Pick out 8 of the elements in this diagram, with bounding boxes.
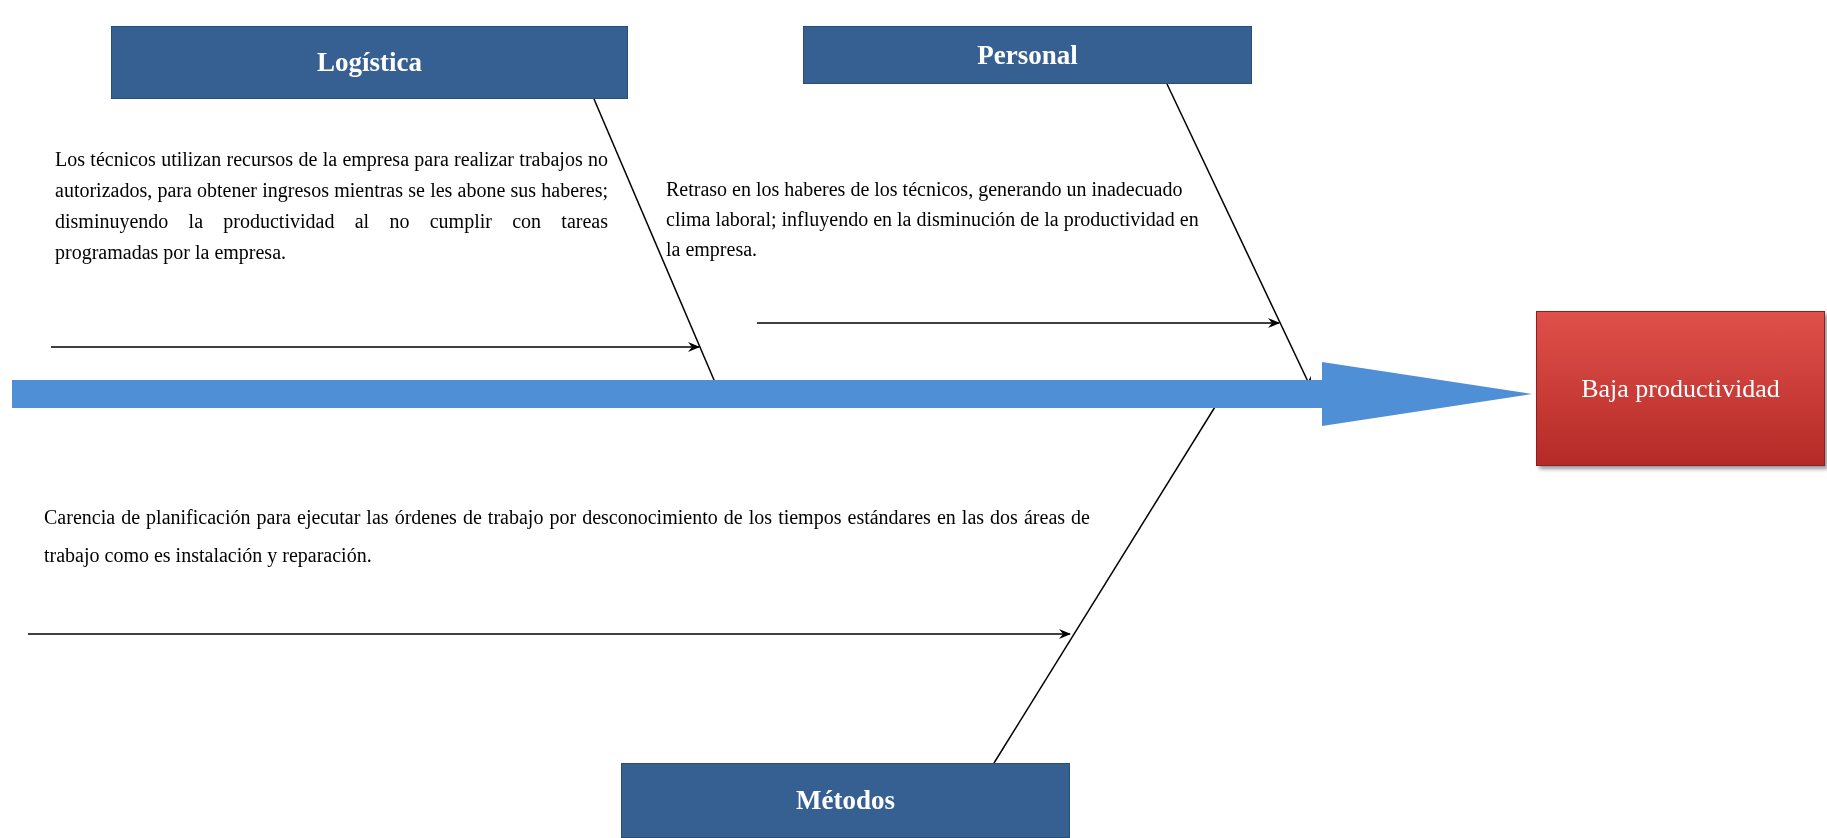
category-box: Métodos [621,763,1070,838]
cause-description: Los técnicos utilizan recursos de la empresa para realizar trabajos no autorizados, para obtener ingresos mientras se les abone sus haberes; disminuyendo la productividad al no cumplir con tareas programadas por la empresa. [55,147,608,266]
cause-description: Carencia de planificación para ejecutar las órdenes de trabajo por desconocimiento de los tiempos estándares en las dos áreas de trabajo como es instalación y reparación. [44,505,1090,569]
spine-arrow [12,362,1532,426]
category-box: Logística [111,26,628,99]
effect-box: Baja productividad [1536,311,1825,466]
cause-description: Retraso en los haberes de los técnicos, generando un inadecuado clima laboral; influyendo en la disminución de la productividad en la empresa. [666,177,1200,263]
category-box: Personal [803,26,1252,84]
